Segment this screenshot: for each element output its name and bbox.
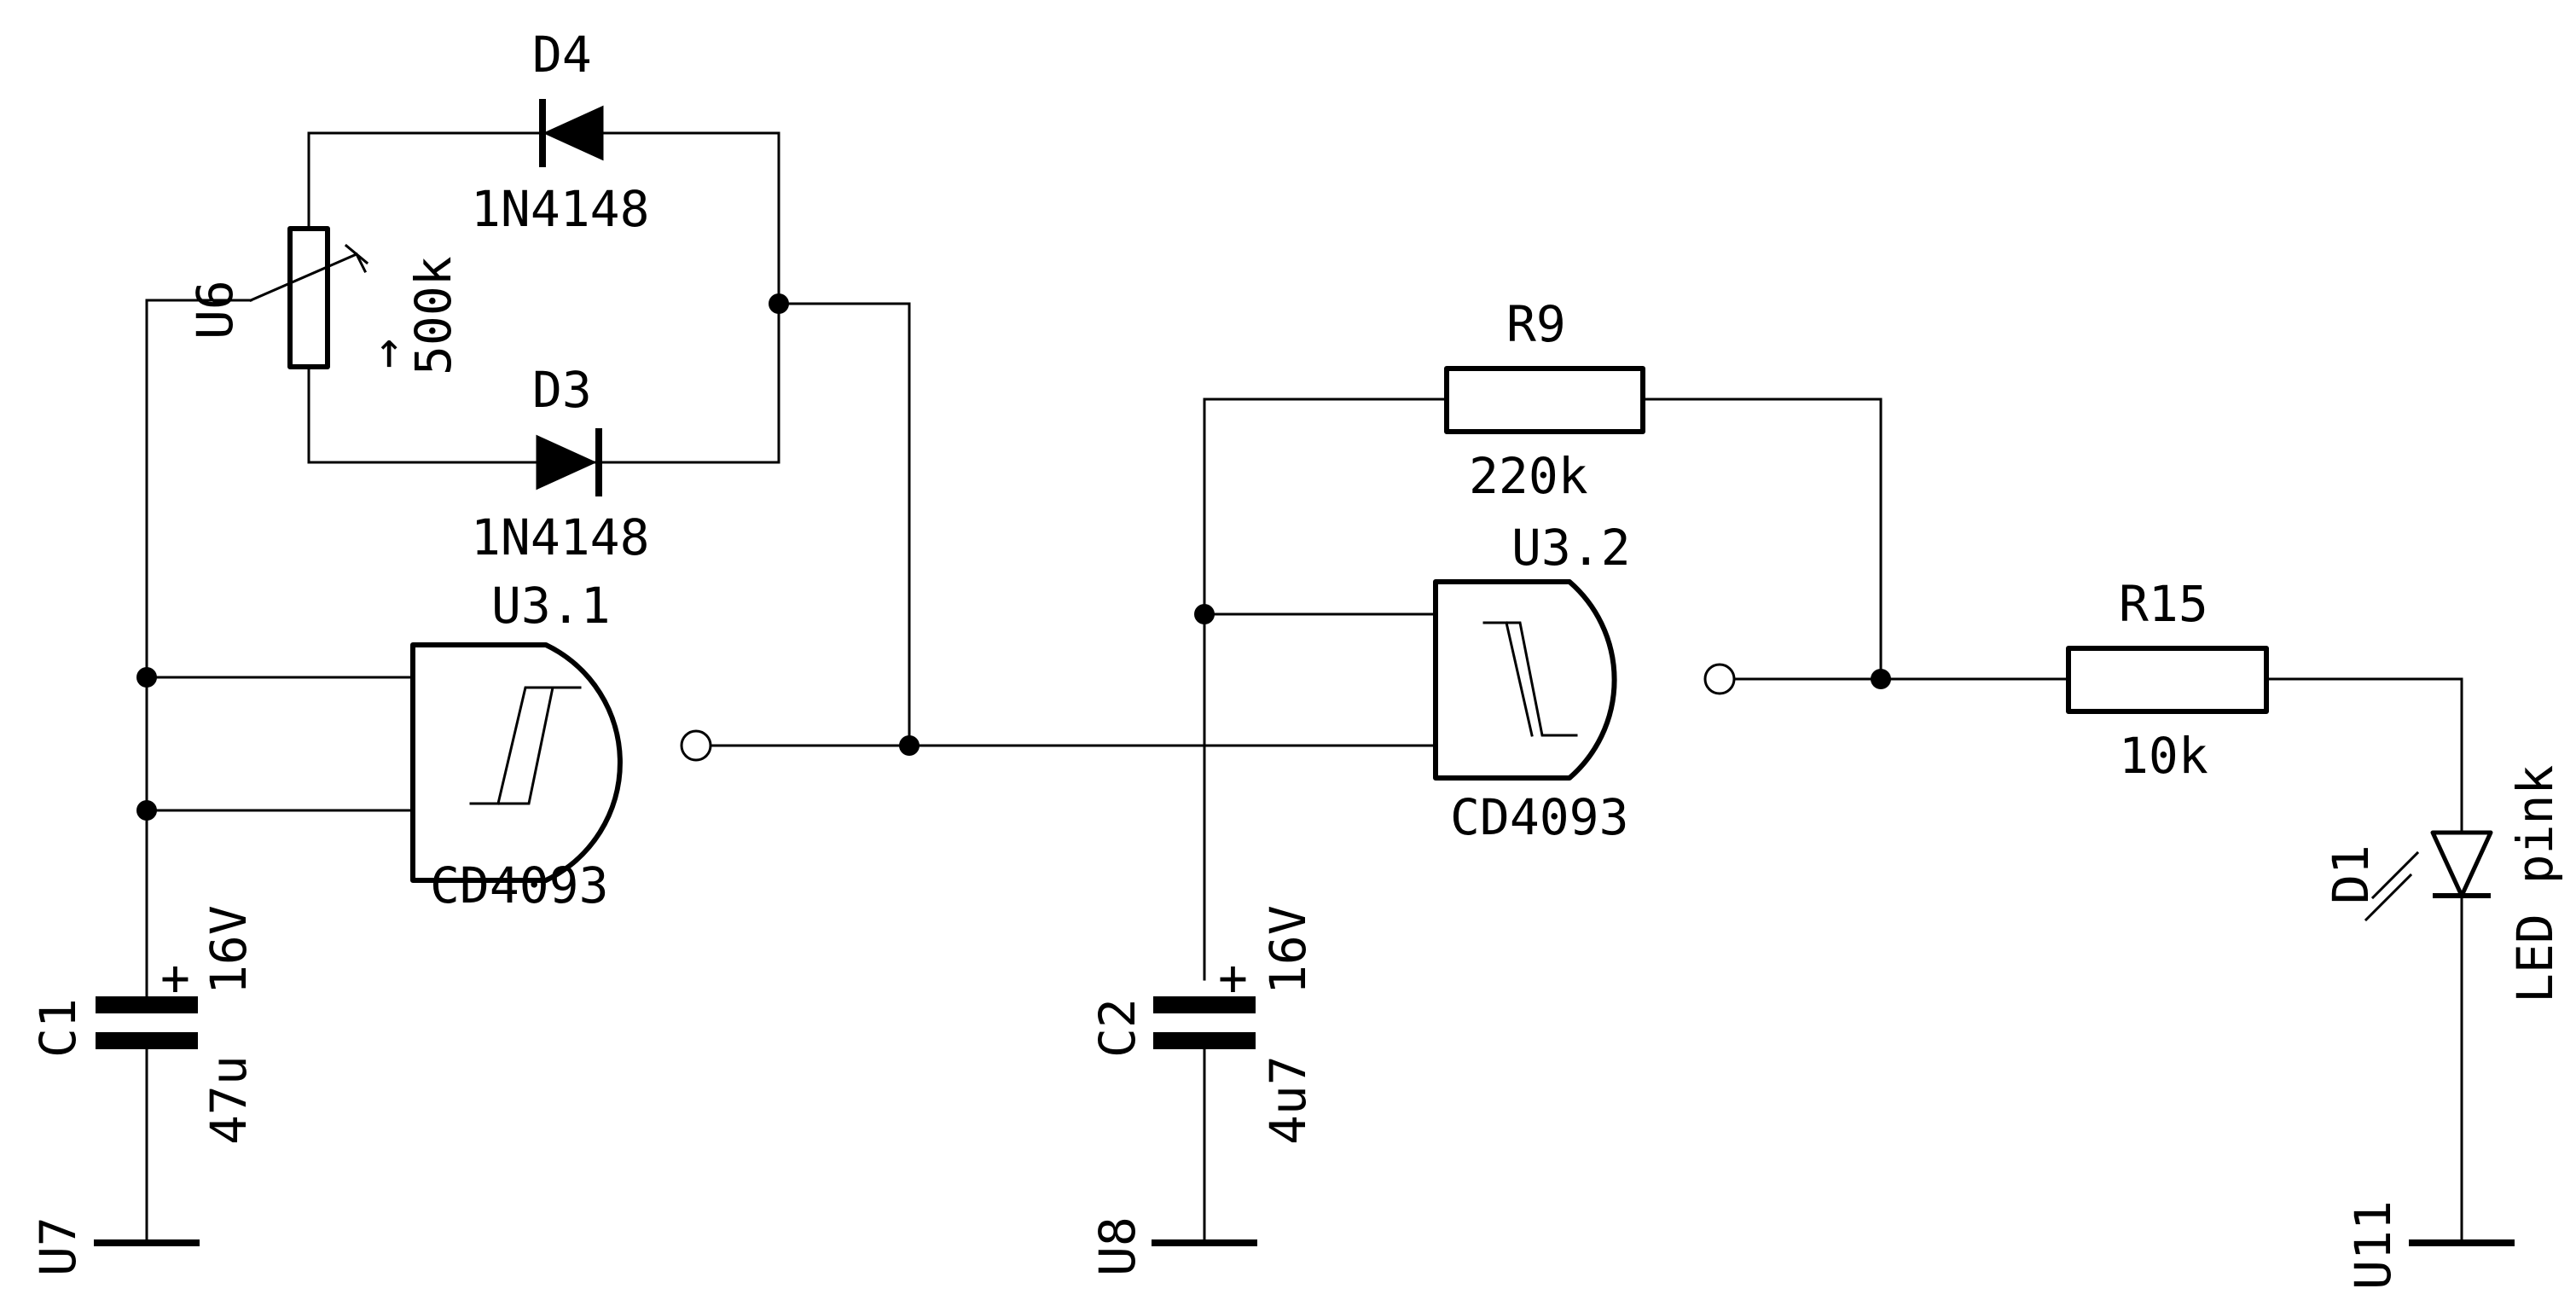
gate-u3-2: U3.2 CD4093: [1433, 519, 1736, 846]
capacitor-c1: + C1 16V 47u: [29, 905, 258, 1145]
resistor-r9-ref: R9: [1506, 295, 1566, 353]
potentiometer-body: [287, 226, 330, 369]
junction-dot: [136, 800, 157, 821]
resistor-r15-body: [2066, 646, 2269, 714]
capacitor-c2-plus: +: [1218, 949, 1248, 1007]
gate-u3-1-inverter-bubble: [680, 729, 712, 762]
capacitor-c2-voltage: 16V: [1259, 905, 1317, 995]
capacitor-c2-plate-positive: [1153, 996, 1256, 1013]
capacitor-c1-plate-negative: [96, 1032, 198, 1049]
terminal-u7: U7: [29, 1216, 200, 1276]
potentiometer-adjust-arrow: [249, 252, 368, 302]
resistor-r15-ref: R15: [2119, 575, 2208, 633]
capacitor-c1-plate-positive: [96, 996, 198, 1013]
gate-u3-1-value: CD4093: [430, 856, 609, 914]
led-light-ray: [2364, 873, 2413, 922]
terminal-u11-ref: U11: [2344, 1200, 2402, 1290]
diode-d3-symbol: [536, 434, 597, 490]
junction-dot: [769, 293, 789, 314]
capacitor-c1-value: 47u: [200, 1055, 258, 1145]
resistor-r15-value: 10k: [2119, 727, 2208, 785]
junction-dot: [899, 735, 920, 756]
junction-dot: [1194, 604, 1215, 624]
terminal-u8: U8: [1088, 1216, 1257, 1276]
diode-d3-value: 1N4148: [471, 508, 650, 566]
schmitt-icon: [1482, 621, 1578, 737]
capacitor-c1-ref: C1: [29, 998, 87, 1058]
diode-d4-ref: D4: [532, 26, 592, 84]
potentiometer-ref: U6: [186, 280, 244, 340]
capacitor-c2: + C2 16V 4u7: [1088, 905, 1317, 1145]
diode-d3-ref: D3: [532, 361, 592, 419]
potentiometer-u6: U6 → 500k: [186, 226, 462, 375]
wires: [145, 131, 2463, 1245]
diode-d4: D4 1N4148: [471, 26, 650, 238]
gate-u3-1: U3.1 CD4093: [410, 577, 712, 914]
gate-u3-2-inverter-bubble: [1703, 663, 1736, 695]
diode-d3: D3 1N4148: [471, 361, 650, 566]
led-d1-value: LED pink: [2506, 765, 2564, 1003]
led-d1: D1 LED pink: [2322, 765, 2564, 1003]
terminal-u8-ref: U8: [1088, 1216, 1146, 1276]
potentiometer-value: 500k: [404, 256, 462, 375]
capacitor-c2-value: 4u7: [1259, 1055, 1317, 1145]
schmitt-icon: [469, 686, 582, 805]
diode-d4-symbol: [542, 105, 604, 161]
terminal-u11: U11: [2344, 1200, 2515, 1290]
junction-dot: [1871, 669, 1891, 689]
led-d1-ref: D1: [2322, 845, 2380, 904]
gate-u3-2-value: CD4093: [1450, 788, 1629, 846]
resistor-r9-body: [1444, 366, 1645, 434]
capacitor-c2-plate-negative: [1153, 1032, 1256, 1049]
led-light-ray: [2370, 850, 2420, 900]
gate-u3-1-body: [410, 642, 623, 883]
junction-dot: [136, 667, 157, 688]
gate-u3-1-ref: U3.1: [491, 577, 611, 635]
junctions: [136, 293, 1891, 821]
terminal-u7-ref: U7: [29, 1216, 87, 1276]
led-d1-symbol: [2430, 830, 2493, 898]
potentiometer-arrow: →: [357, 339, 415, 369]
capacitor-c1-plus: +: [160, 949, 190, 1007]
capacitor-c1-voltage: 16V: [200, 905, 258, 995]
resistor-r15: R15 10k: [2066, 575, 2269, 785]
diode-d4-value: 1N4148: [471, 180, 650, 238]
gate-u3-2-ref: U3.2: [1511, 519, 1631, 577]
resistor-r9: R9 220k: [1444, 295, 1645, 505]
capacitor-c2-ref: C2: [1088, 998, 1146, 1058]
resistor-r9-value: 220k: [1469, 447, 1588, 505]
gate-u3-2-body: [1433, 579, 1617, 781]
